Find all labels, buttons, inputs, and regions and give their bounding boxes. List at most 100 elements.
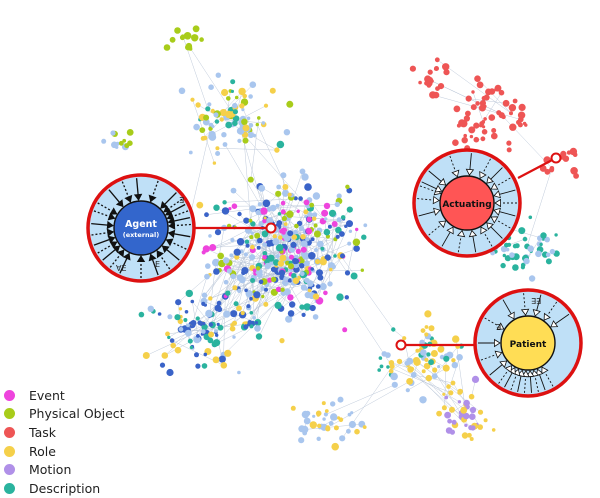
graph-node xyxy=(484,418,488,422)
graph-node xyxy=(307,212,313,218)
legend-item-motion: Motion xyxy=(4,460,125,479)
graph-node xyxy=(241,119,248,126)
graph-node xyxy=(324,217,327,220)
graph-node xyxy=(233,109,238,114)
graph-node xyxy=(264,104,268,108)
graph-node xyxy=(165,332,170,337)
graph-node xyxy=(444,412,451,419)
graph-node xyxy=(284,222,288,226)
graph-node xyxy=(214,329,218,333)
graph-node xyxy=(282,216,287,221)
legend-label: Task xyxy=(29,425,56,440)
graph-node xyxy=(550,166,555,171)
graph-node xyxy=(262,255,267,260)
graph-node xyxy=(308,289,312,293)
graph-node xyxy=(282,231,286,235)
graph-node xyxy=(237,238,244,245)
graph-node xyxy=(230,323,234,327)
graph-node xyxy=(471,90,474,93)
graph-node xyxy=(433,92,440,99)
graph-node xyxy=(249,123,254,128)
graph-node xyxy=(330,401,335,406)
graph-node xyxy=(436,411,442,417)
graph-node xyxy=(278,212,282,216)
graph-node xyxy=(349,230,352,233)
graph-node xyxy=(249,235,253,239)
graph-node xyxy=(256,333,262,339)
graph-node xyxy=(313,192,320,199)
graph-node xyxy=(248,94,253,99)
graph-node xyxy=(298,196,303,201)
graph-node xyxy=(204,274,210,280)
graph-node xyxy=(499,90,505,96)
graph-node xyxy=(265,263,271,269)
agent-node-title: Agent xyxy=(125,219,157,230)
graph-node xyxy=(346,429,351,434)
graph-node xyxy=(452,139,459,146)
graph-node xyxy=(554,233,557,236)
graph-node xyxy=(466,96,472,102)
graph-node xyxy=(208,84,214,90)
graph-node xyxy=(351,273,358,280)
graph-node xyxy=(518,227,525,234)
graph-node xyxy=(253,134,257,138)
graph-node xyxy=(313,314,319,320)
graph-node xyxy=(127,129,134,136)
graph-node xyxy=(446,384,451,389)
graph-node xyxy=(301,173,308,180)
graph-node xyxy=(139,312,145,318)
graph-node xyxy=(205,106,210,111)
graph-node xyxy=(288,193,292,197)
graph-node xyxy=(291,406,296,411)
graph-node xyxy=(424,310,431,317)
graph-node xyxy=(314,224,318,228)
graph-node xyxy=(302,313,306,317)
graph-node xyxy=(338,397,344,403)
graph-node xyxy=(545,169,551,175)
graph-node xyxy=(432,367,437,372)
graph-node xyxy=(225,111,232,118)
graph-node xyxy=(254,233,260,239)
graph-node xyxy=(447,419,452,424)
graph-node xyxy=(329,210,336,217)
graph-node xyxy=(222,207,229,214)
agent-highlight-node xyxy=(267,224,276,233)
graph-node xyxy=(231,90,234,93)
graph-node xyxy=(232,103,238,109)
graph-node xyxy=(223,257,229,263)
graph-node xyxy=(315,259,320,264)
graph-node xyxy=(215,305,222,312)
graph-node xyxy=(324,412,328,416)
graph-node xyxy=(527,245,534,252)
graph-node xyxy=(333,254,337,258)
graph-node xyxy=(223,311,230,318)
graph-node xyxy=(309,203,314,208)
graph-node xyxy=(382,351,388,357)
graph-node xyxy=(196,334,200,338)
graph-node xyxy=(363,425,367,429)
graph-node xyxy=(322,401,326,405)
graph-node xyxy=(323,291,328,296)
graph-node xyxy=(214,112,219,117)
graph-node xyxy=(170,343,176,349)
graph-node xyxy=(233,117,237,121)
graph-node xyxy=(116,142,120,146)
graph-node xyxy=(479,121,484,126)
graph-node xyxy=(465,111,471,117)
graph-node xyxy=(247,117,251,121)
graph-node xyxy=(244,289,248,293)
graph-node xyxy=(570,148,577,155)
graph-node xyxy=(158,312,162,316)
graph-node xyxy=(500,263,505,268)
graph-node xyxy=(257,238,263,244)
graph-edge xyxy=(217,148,277,150)
graph-node xyxy=(312,217,316,221)
graph-node xyxy=(523,258,529,264)
graph-node xyxy=(336,235,340,239)
graph-node xyxy=(237,139,241,143)
graph-node xyxy=(202,363,208,369)
graph-node xyxy=(523,122,526,125)
graph-node xyxy=(221,89,228,96)
graph-node xyxy=(127,140,133,146)
graph-node xyxy=(160,363,165,368)
